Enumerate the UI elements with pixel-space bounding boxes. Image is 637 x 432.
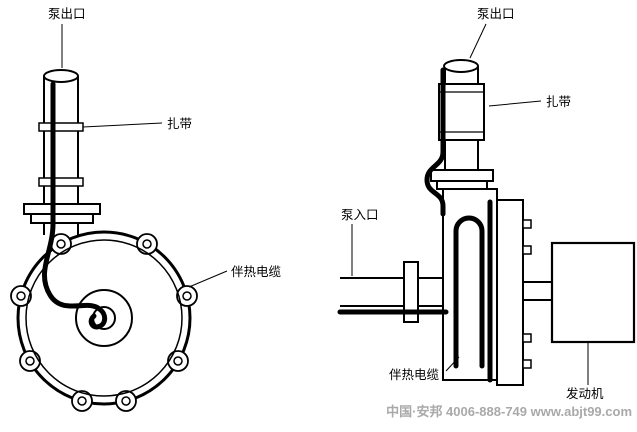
left-tie-leader-line xyxy=(82,122,163,128)
right-flange-plate xyxy=(430,169,494,182)
right-inlet-label: 泵入口 xyxy=(341,208,379,222)
bolt-hole xyxy=(56,239,66,249)
right-pipe-opening xyxy=(443,59,479,73)
mounting-plate xyxy=(496,199,524,386)
engine-block xyxy=(550,241,636,344)
left-flange-plate xyxy=(23,203,101,215)
bolt-tab xyxy=(522,359,532,369)
right-pipe-coupling xyxy=(438,83,485,141)
right-outlet-leader-line xyxy=(469,23,487,59)
bolt-tab xyxy=(522,245,532,255)
inlet-pipe-flange xyxy=(403,261,419,323)
right-heating-cable-pipe-run xyxy=(424,67,446,217)
bolt-hole xyxy=(16,291,26,301)
bolt-hole xyxy=(121,396,131,406)
left-cable-tie-band xyxy=(38,177,84,187)
left-cable-label: 伴热电缆 xyxy=(231,265,282,279)
bolt-hole xyxy=(77,396,87,406)
left-pipe-opening xyxy=(43,69,79,83)
engine-label: 发动机 xyxy=(566,386,604,401)
right-flange-plate xyxy=(436,180,488,190)
right-tie-label: 扎带 xyxy=(546,95,571,109)
left-cable-tie-band xyxy=(38,122,84,132)
left-pump-rim xyxy=(25,239,183,397)
right-outlet-label: 泵出口 xyxy=(477,7,515,21)
bolt-hole xyxy=(173,356,183,366)
right-view-side: 泵出口 扎带 泵入口 伴热电缆 发动机 xyxy=(337,7,636,401)
bolt-hole xyxy=(182,291,192,301)
bolt-hole xyxy=(25,356,35,366)
right-tie-leader-line xyxy=(488,100,542,107)
right-cable-leader-line xyxy=(445,356,460,372)
left-view-front: 泵出口 扎带 伴热电缆 xyxy=(10,7,282,412)
bolt-hole xyxy=(142,239,152,249)
left-flange-plate xyxy=(30,213,94,224)
bolt-tab xyxy=(522,219,532,229)
left-cable-leader-line xyxy=(188,270,228,288)
bolt-tab xyxy=(522,333,532,343)
left-outlet-label: 泵出口 xyxy=(48,7,86,21)
left-bolt-ears xyxy=(10,233,198,412)
left-tie-label: 扎带 xyxy=(167,117,192,131)
right-cable-label: 伴热电缆 xyxy=(389,368,440,382)
brand-watermark: 中国·安邦 4006-888-749 www.abjt99.com xyxy=(386,404,632,419)
left-heating-cable xyxy=(41,81,108,330)
right-heating-cable-u-loop xyxy=(453,215,485,369)
